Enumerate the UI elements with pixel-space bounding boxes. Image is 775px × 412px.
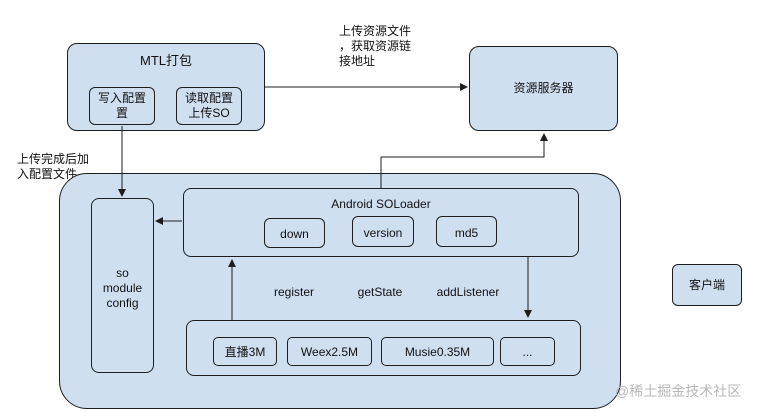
upload-get-link-annotation: 上传资源文件 ，获取资源链 接地址 [339, 24, 412, 68]
module-weex-label: Weex2.5M [300, 345, 359, 359]
api-label-addlistener: addListener [436, 285, 500, 299]
module-weex-box [287, 337, 372, 366]
client-label: 客户端 [688, 278, 725, 292]
read-config-upload-box [176, 87, 242, 125]
method-version-label: version [363, 226, 403, 240]
api-label-register: register [273, 285, 314, 299]
module-musie-label: Musie0.35M [404, 345, 471, 359]
method-md5-label: md5 [454, 226, 479, 240]
api-label-getstate: getState [357, 285, 403, 299]
module-live-label: 直播3M [224, 345, 266, 359]
module-live-box [213, 337, 277, 366]
method-version-box [352, 216, 414, 247]
so-module-config-label: so module config [102, 266, 143, 310]
so-module-config-box [91, 198, 154, 373]
module-more-label: ... [522, 345, 533, 359]
soloader-title: Android SOLoader [331, 197, 431, 211]
watermark: @稀土掘金技术社区 [615, 383, 742, 399]
module-musie-box [381, 337, 494, 366]
write-config-label: 写入配置置 [97, 91, 146, 120]
method-down-box [264, 218, 325, 248]
write-config-box [89, 87, 155, 125]
method-down-label: down [280, 227, 309, 241]
module-more-box [500, 337, 555, 366]
upload-done-add-config-annotation: 上传完成后加 入配置文件 [17, 152, 90, 181]
read-config-upload-label: 读取配置上传SO [184, 91, 233, 120]
mtl-title: MTL打包 [139, 53, 192, 68]
client-label-box [672, 264, 742, 306]
resource-server-box [469, 46, 618, 131]
method-md5-box [436, 216, 497, 247]
arrow-soloader-to-resource-server [380, 133, 548, 188]
resource-server-label: 资源服务器 [513, 81, 574, 95]
